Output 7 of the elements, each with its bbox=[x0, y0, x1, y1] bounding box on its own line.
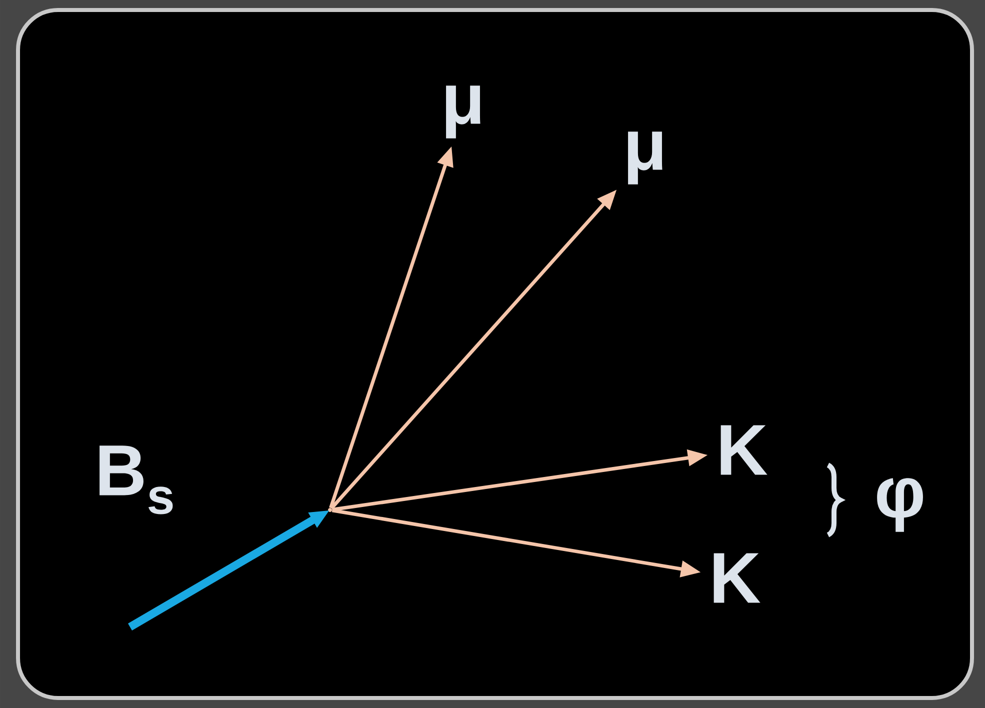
particle-label: B$_{s}$ bbox=[100, 446, 173, 514]
particle-label: φ bbox=[877, 478, 923, 532]
particle-label: K bbox=[720, 425, 768, 475]
particle-label: K bbox=[714, 553, 760, 603]
particle-label: μ bbox=[446, 86, 480, 138]
particle-label: μ bbox=[628, 132, 662, 184]
vertex-point bbox=[328, 508, 332, 512]
